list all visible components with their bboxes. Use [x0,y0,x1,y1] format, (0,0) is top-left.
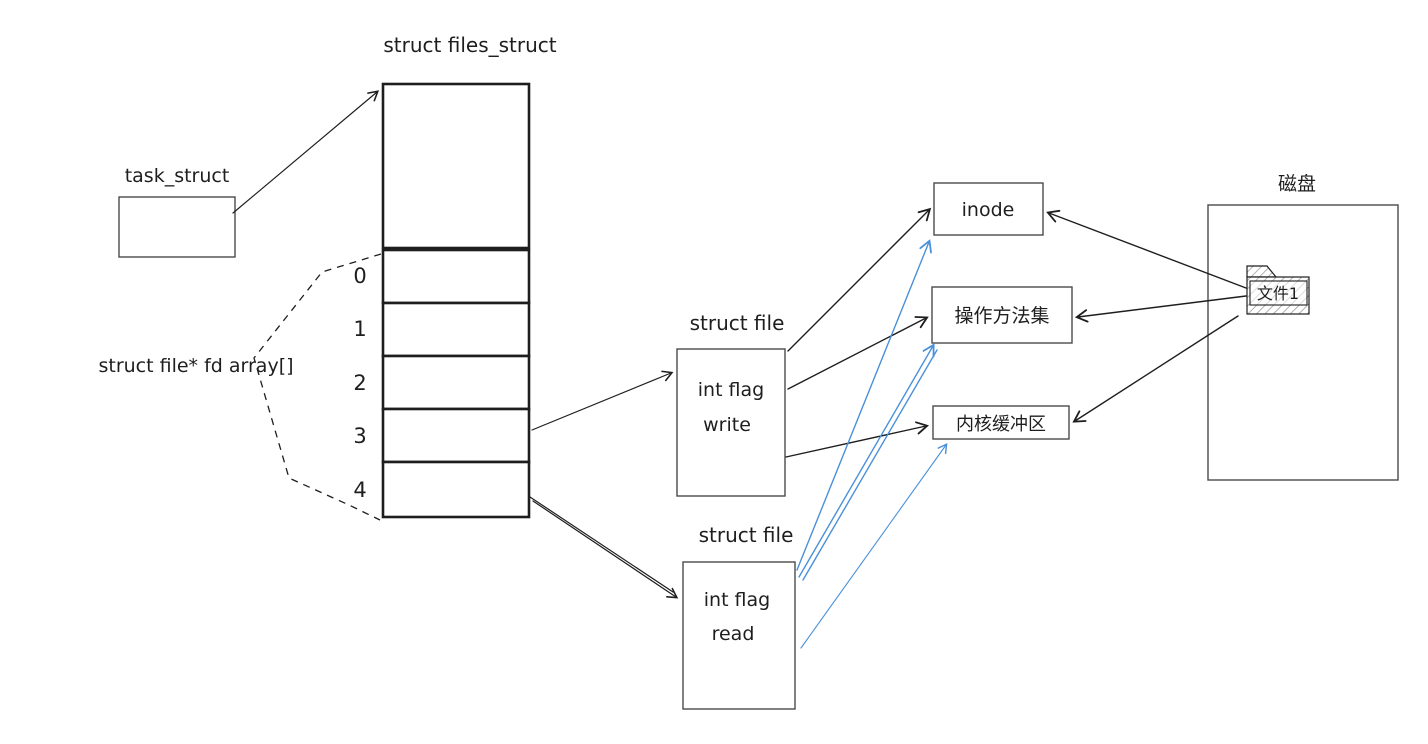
fd-slot-2 [381,354,531,411]
fd-index-0: 0 [353,264,366,288]
fd-slot-4 [381,460,531,519]
write-mode-text: write [703,414,751,436]
read-mode-text: read [712,623,755,645]
kernel-buffer-box [932,405,1070,440]
file1-folder-icon: 文件1 [1246,265,1310,315]
arrow-read-to-buffer [800,443,948,649]
files-struct-title: struct files_struct [383,33,556,57]
fd-slot-1 [381,301,531,358]
task-struct-label: task_struct [125,165,230,187]
write-flag-text: int flag [698,379,764,401]
ops-set-label: 操作方法集 [954,305,1049,327]
fd-array-brace [253,253,382,521]
inode-label: inode [962,199,1015,221]
black-arrows [232,90,1247,599]
fd-array-label: struct file* fd array[] [98,355,293,377]
task-struct-box [118,196,236,258]
struct-file-write-box [676,348,786,497]
fd-index-3: 3 [353,424,366,448]
arrow-read-to-ops-stroke2 [802,349,938,581]
struct-file-read-title: struct file [699,523,794,547]
arrow-write-to-buffer [785,421,930,458]
arrow-read-to-inode [796,239,932,571]
arrow-fd3-to-write [531,370,674,431]
file1-label-box [1249,280,1308,306]
struct-file-read-box [682,561,796,710]
arrow-task-to-files [232,90,380,214]
read-flag-text: int flag [704,589,770,611]
fd-slot-0 [381,248,531,305]
inode-box [933,182,1044,236]
struct-file-write-title: struct file [690,311,785,335]
arrow-fd4-to-read [532,500,679,599]
arrow-file1-to-inode [1046,209,1247,289]
fd-slot-3 [381,407,531,464]
fd-index-4: 4 [353,478,366,502]
ops-set-box [931,286,1073,344]
arrow-write-to-inode [787,207,932,352]
arrow-fd4-to-read-stroke2 [529,496,674,593]
disk-label: 磁盘 [1278,173,1316,195]
files-struct-header-box [381,82,531,250]
arrow-file1-to-ops [1074,295,1247,323]
fd-index-2: 2 [353,371,366,395]
kernel-buffer-label: 内核缓冲区 [956,414,1046,435]
file1-label: 文件1 [1257,284,1299,303]
arrow-write-to-ops [787,316,929,390]
fd-index-1: 1 [353,317,366,341]
arrow-file1-to-buffer [1072,315,1239,423]
disk-box [1207,204,1399,481]
blue-arrows [796,239,948,649]
arrow-read-to-ops [798,343,935,578]
